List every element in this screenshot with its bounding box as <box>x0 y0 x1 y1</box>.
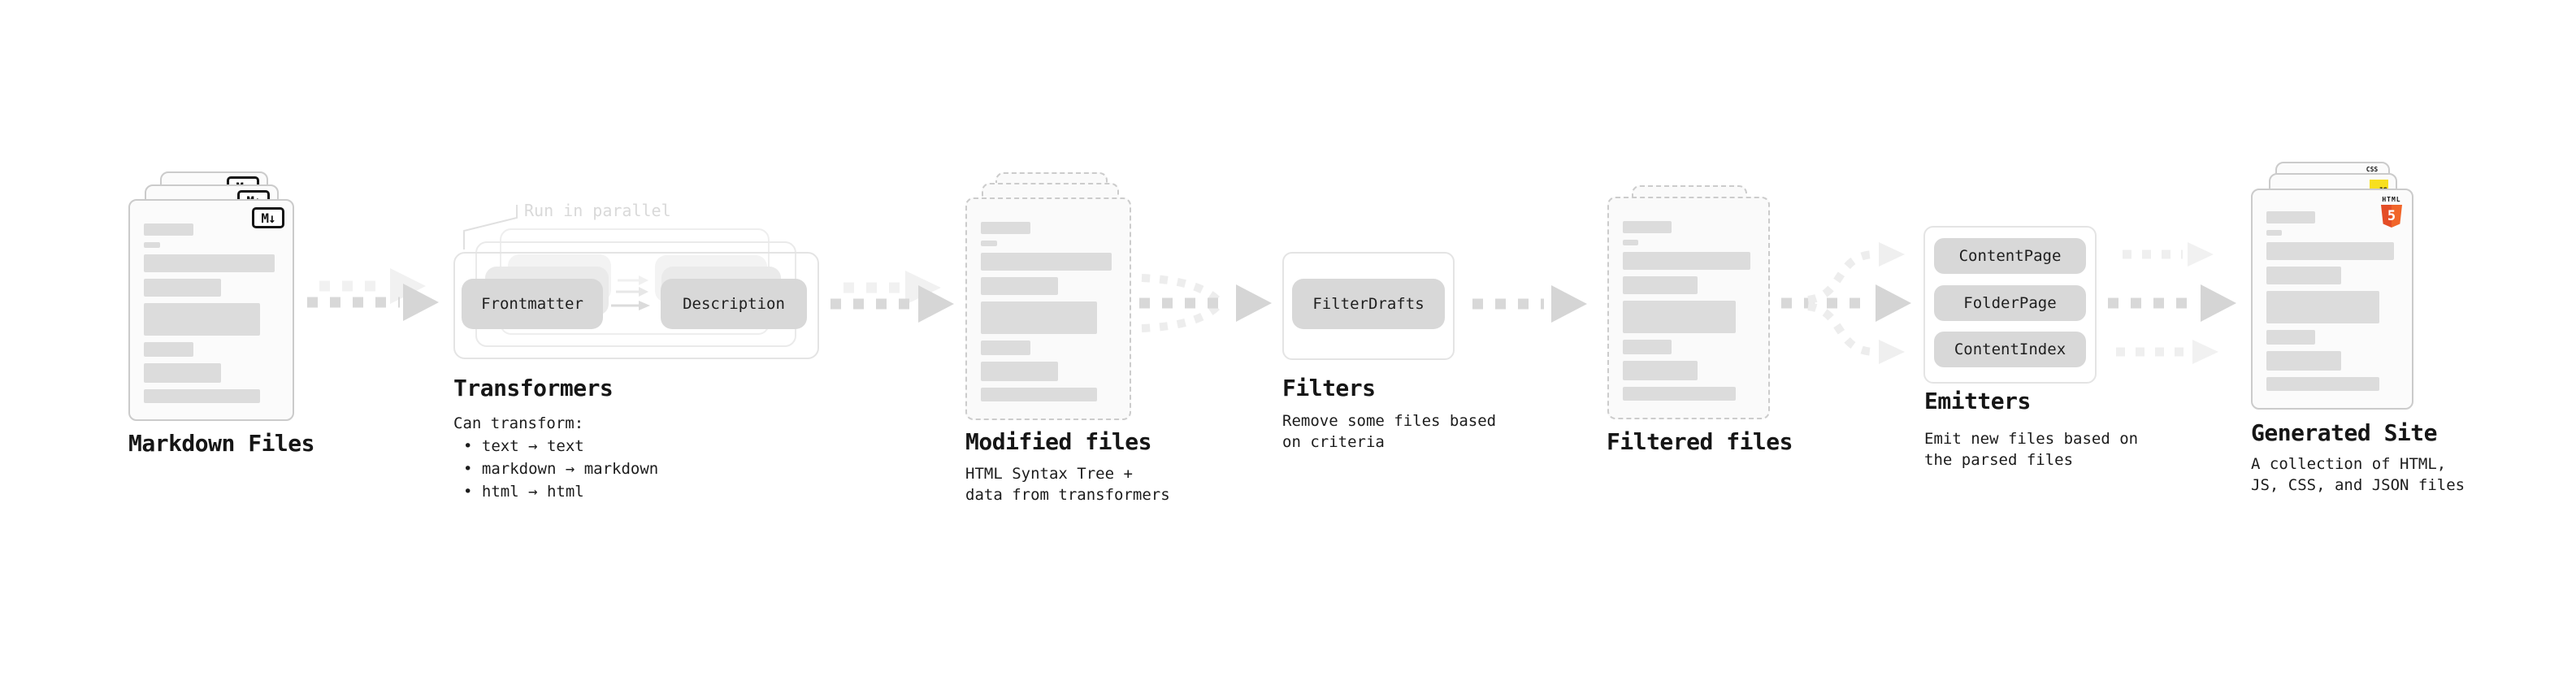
arrow-filters-to-filtered <box>1472 285 1587 323</box>
doc-text-bar <box>981 222 1031 234</box>
doc-text-bar <box>2266 211 2315 223</box>
doc-text-bar <box>2266 230 2283 236</box>
doc-text-placeholder <box>1623 221 1754 401</box>
stage-title-transformers: Transformers <box>453 375 614 401</box>
doc-text-bar <box>144 342 194 357</box>
stage-title-modified-files: Modified files <box>965 428 1152 455</box>
doc-text-bar <box>981 301 1097 334</box>
transformers-subtitle-heading: Can transform: <box>453 414 584 432</box>
doc-text-bar <box>2266 267 2342 284</box>
generated-site-subtitle-line: JS, CSS, and JSON files <box>2251 476 2465 494</box>
generated-doc-front: HTML 5 <box>2251 189 2413 410</box>
stage-title-generated-site: Generated Site <box>2251 419 2438 446</box>
doc-text-bar <box>981 388 1097 401</box>
doc-text-bar <box>981 241 997 246</box>
generated-site-subtitle-line: A collection of HTML, <box>2251 455 2447 473</box>
transformers-bullet: • markdown → markdown <box>463 460 659 478</box>
doc-text-bar <box>1623 361 1698 380</box>
doc-text-bar <box>2266 242 2395 260</box>
arrows-emitters-to-generated <box>2108 242 2236 364</box>
doc-text-bar <box>144 389 260 403</box>
doc-text-bar <box>2266 291 2380 323</box>
filtered-doc-front <box>1607 197 1770 419</box>
emitters-subtitle-line: Emit new files based on <box>1924 430 2139 448</box>
doc-text-bar <box>2266 351 2342 371</box>
contentindex-emitter-pill: ContentIndex <box>1934 332 2086 367</box>
markdown-icon: M↓ <box>252 207 284 228</box>
emitters-description: Emit new files based on the parsed files <box>1924 428 2138 471</box>
doc-text-bar <box>1623 340 1672 354</box>
doc-text-bar <box>1623 301 1737 333</box>
doc-text-bar <box>144 363 221 383</box>
doc-text-bar <box>981 362 1058 381</box>
filterdrafts-pill: FilterDrafts <box>1292 279 1445 329</box>
doc-text-bar <box>144 242 160 248</box>
doc-text-bar <box>981 253 1112 271</box>
doc-text-bar <box>144 223 194 236</box>
doc-text-bar <box>981 277 1058 295</box>
doc-text-placeholder <box>981 222 1116 401</box>
doc-text-bar <box>1623 240 1639 245</box>
html5-icon-label: HTML <box>2382 196 2401 203</box>
stage-title-filters: Filters <box>1282 375 1376 401</box>
description-transformer-pill: Description <box>661 279 807 329</box>
markdown-doc-front: M↓ <box>128 199 294 421</box>
folderpage-emitter-pill: FolderPage <box>1934 285 2086 321</box>
doc-text-bar <box>144 303 260 336</box>
doc-text-bar <box>144 254 275 272</box>
merge-modified-to-filters <box>1139 274 1272 332</box>
split-filtered-to-emitters <box>1781 242 1911 364</box>
modified-files-description: HTML Syntax Tree + data from transformer… <box>965 463 1170 505</box>
doc-text-placeholder <box>144 223 279 403</box>
stage-title-filtered-files: Filtered files <box>1607 428 1793 455</box>
doc-text-bar <box>1623 276 1698 294</box>
transformers-description: Can transform: • text → text • markdown … <box>453 412 658 503</box>
filters-subtitle-line: Remove some files based <box>1282 412 1497 430</box>
doc-text-bar <box>1623 252 1751 270</box>
stage-title-emitters: Emitters <box>1924 388 2031 414</box>
contentpage-emitter-pill: ContentPage <box>1934 238 2086 274</box>
modified-files-subtitle-line: data from transformers <box>965 486 1170 504</box>
modified-doc-front <box>965 197 1131 420</box>
run-in-parallel-label: Run in parallel <box>524 201 671 220</box>
emitters-subtitle-line: the parsed files <box>1924 451 2074 469</box>
transformers-bullet: • text → text <box>463 437 584 455</box>
modified-files-subtitle-line: HTML Syntax Tree + <box>965 465 1133 483</box>
doc-text-bar <box>144 279 221 297</box>
doc-text-bar <box>981 340 1031 355</box>
doc-text-bar <box>1623 387 1737 401</box>
filters-subtitle-line: on criteria <box>1282 433 1385 451</box>
transformers-bullet: • html → html <box>463 483 584 501</box>
arrow-transformers-to-modified <box>830 271 954 323</box>
html5-icon: HTML 5 <box>2379 196 2404 228</box>
filters-description: Remove some files based on criteria <box>1282 410 1496 453</box>
html5-icon-shield: 5 <box>2381 205 2402 228</box>
doc-text-bar <box>1623 221 1672 233</box>
doc-text-placeholder <box>2266 211 2398 391</box>
frontmatter-transformer-pill: Frontmatter <box>462 279 603 329</box>
css-icon-label: CSS <box>2366 166 2379 173</box>
doc-text-bar <box>2266 330 2315 345</box>
arrow-markdown-to-transformers <box>307 268 439 321</box>
doc-text-bar <box>2266 377 2380 391</box>
generated-site-description: A collection of HTML, JS, CSS, and JSON … <box>2251 453 2465 496</box>
transformer-frame-front <box>453 252 819 359</box>
stage-title-markdown-files: Markdown Files <box>128 430 315 457</box>
